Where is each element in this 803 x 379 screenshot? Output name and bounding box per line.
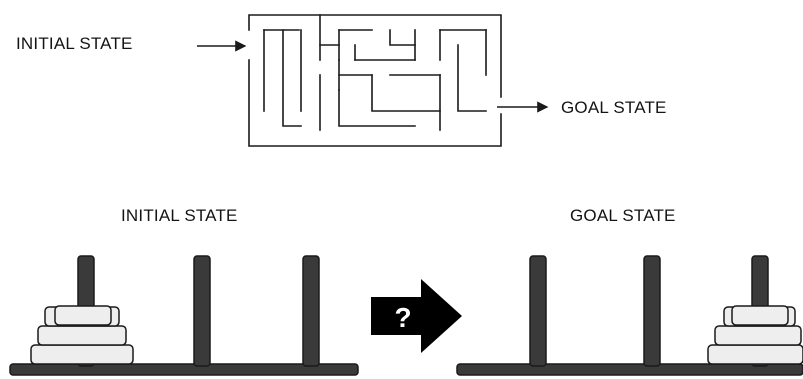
hanoi-goal-peg-2 — [644, 256, 660, 366]
hanoi-initial-disk-4 — [31, 345, 133, 364]
maze — [249, 15, 501, 146]
hanoi-goal-disk-4 — [708, 345, 803, 364]
hanoi-goal-tower — [457, 256, 803, 375]
transition-question-mark: ? — [394, 302, 411, 333]
hanoi-initial-tower — [10, 256, 358, 375]
hanoi-initial-disk-top — [55, 306, 111, 325]
hanoi-initial-peg-2 — [194, 256, 210, 366]
hanoi-goal-disk-3 — [715, 326, 801, 345]
hanoi-initial-disk-3 — [38, 326, 126, 345]
transition-arrow: ? — [371, 279, 462, 353]
hanoi-goal-disk-1 — [732, 306, 788, 325]
hanoi-goal-base — [457, 364, 803, 375]
hanoi-goal-peg-1 — [530, 256, 546, 366]
hanoi-initial-peg-3 — [303, 256, 319, 366]
